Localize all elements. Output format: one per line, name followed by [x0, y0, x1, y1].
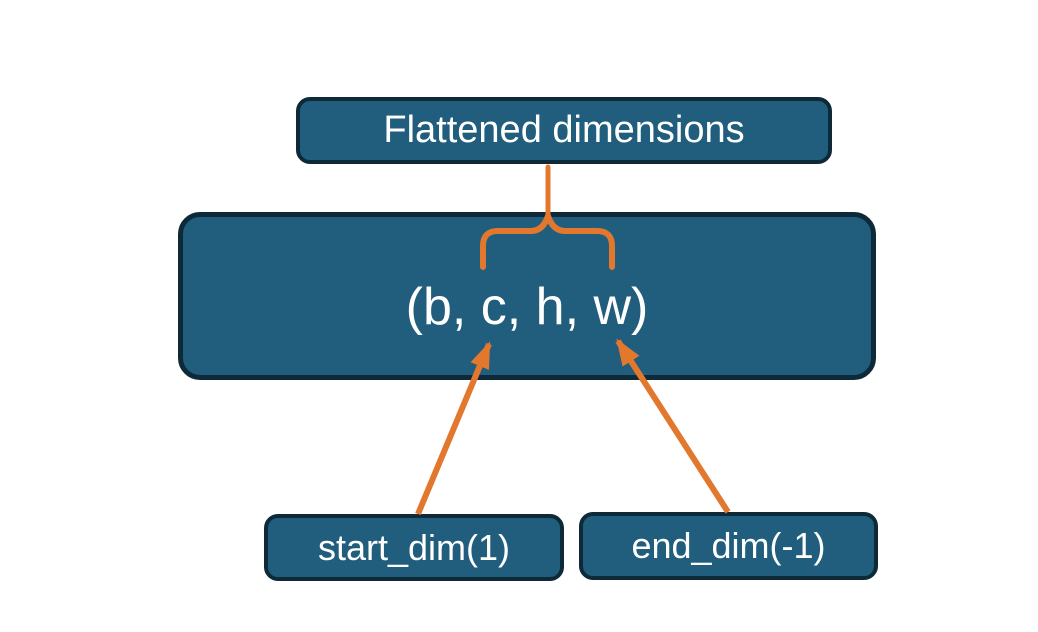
- node-start-dim: start_dim(1): [264, 514, 564, 581]
- start-dim-label: start_dim(1): [317, 526, 511, 568]
- end-dim-label: end_dim(-1): [631, 525, 826, 566]
- node-flattened-dimensions: Flattened dimensions: [296, 97, 832, 164]
- flattened-dimensions-label: Flattened dimensions: [383, 109, 745, 151]
- node-tensor-shape: (b, c, h, w): [178, 212, 876, 380]
- tensor-shape-label: (b, c, h, w): [405, 278, 649, 336]
- node-end-dim: end_dim(-1): [579, 512, 878, 580]
